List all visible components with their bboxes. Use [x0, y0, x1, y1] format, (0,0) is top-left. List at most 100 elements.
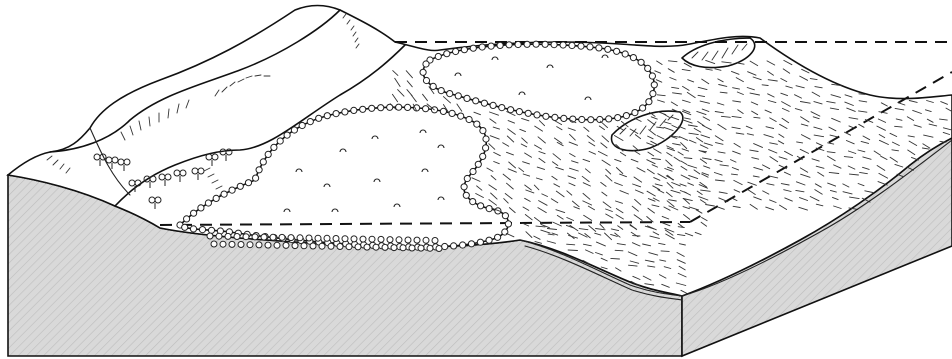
pebble-symbol — [473, 98, 479, 104]
pebble-symbol — [480, 128, 486, 134]
pebble-symbol — [355, 244, 361, 250]
pebble-symbol — [587, 44, 593, 50]
pebble-symbol — [382, 244, 388, 250]
pebble-symbol — [579, 116, 585, 122]
pebble-symbol — [405, 104, 411, 110]
pebble-symbol — [481, 100, 487, 106]
pebble-symbol — [423, 61, 429, 67]
pebble-symbol — [436, 246, 442, 252]
pebble-symbol — [516, 109, 522, 115]
pebble-symbol — [351, 107, 357, 113]
pebble-symbol — [198, 205, 204, 211]
pebble-symbol — [229, 187, 235, 193]
pebble-symbol — [400, 245, 406, 251]
pebble-symbol — [288, 235, 294, 241]
pebble-symbol — [435, 53, 441, 59]
pebble-symbol — [560, 42, 566, 48]
pebble-symbol — [373, 244, 379, 250]
pebble-symbol — [630, 55, 636, 61]
pebble-symbol — [271, 144, 277, 150]
pebble-symbol — [534, 112, 540, 118]
pebble-symbol — [207, 233, 213, 239]
pebble-symbol — [284, 132, 290, 138]
pebble-symbol — [360, 106, 366, 112]
pebble-symbol — [243, 234, 249, 240]
pebble-symbol — [346, 244, 352, 250]
pebble-symbol — [488, 43, 494, 49]
pebble-symbol — [455, 93, 461, 99]
pebble-symbol — [542, 41, 548, 47]
pebble-symbol — [378, 236, 384, 242]
pebble-symbol — [640, 105, 646, 111]
pebble-symbol — [478, 203, 484, 209]
pebble-symbol — [461, 184, 467, 190]
pebble-symbol — [596, 45, 602, 51]
pebble-symbol — [623, 113, 629, 119]
pebble-symbol — [184, 216, 190, 222]
pebble-symbol — [440, 108, 446, 114]
pebble-symbol — [490, 102, 496, 108]
pebble-symbol — [297, 235, 303, 241]
pebble-symbol — [307, 119, 313, 125]
pebble-symbol — [216, 233, 222, 239]
pebble-symbol — [502, 213, 508, 219]
pebble-symbol — [632, 110, 638, 116]
pebble-symbol — [252, 234, 258, 240]
pebble-symbol — [229, 241, 235, 247]
pebble-symbol — [427, 245, 433, 251]
pebble-symbol — [333, 236, 339, 242]
pebble-symbol — [463, 192, 469, 198]
pebble-symbol — [391, 245, 397, 251]
pebble-symbol — [615, 115, 621, 121]
pebble-symbol — [442, 243, 448, 249]
pebble-symbol — [486, 237, 492, 243]
pebble-symbol — [483, 136, 489, 142]
pebble-symbol — [423, 237, 429, 243]
pebble-symbol — [351, 236, 357, 242]
pebble-symbol — [205, 200, 211, 206]
pebble-symbol — [316, 115, 322, 121]
pebble-symbol — [645, 65, 651, 71]
pebble-symbol — [569, 42, 575, 48]
pebble-symbol — [182, 224, 188, 230]
pebble-symbol — [470, 199, 476, 205]
pebble-symbol — [324, 235, 330, 241]
pebble-symbol — [405, 237, 411, 243]
flow-dash — [568, 250, 577, 251]
pebble-symbol — [420, 69, 426, 75]
pebble-symbol — [409, 245, 415, 251]
pebble-symbol — [260, 159, 266, 165]
pebble-symbol — [387, 237, 393, 243]
pebble-symbol — [199, 227, 205, 233]
pebble-symbol — [324, 113, 330, 119]
pebble-symbol — [468, 241, 474, 247]
pebble-symbol — [543, 113, 549, 119]
pebble-symbol — [291, 127, 297, 133]
pebble-symbol — [497, 42, 503, 48]
pebble-symbol — [328, 243, 334, 249]
pebble-symbol — [505, 221, 511, 227]
pebble-symbol — [458, 113, 464, 119]
pebble-symbol — [221, 191, 227, 197]
pebble-symbol — [245, 180, 251, 186]
pebble-symbol — [475, 161, 481, 167]
pebble-symbol — [614, 48, 620, 54]
pebble-symbol — [533, 41, 539, 47]
pebble-symbol — [447, 91, 453, 97]
pebble-symbol — [650, 91, 656, 97]
pebble-symbol — [333, 111, 339, 117]
pebble-symbol — [369, 105, 375, 111]
pebble-symbol — [292, 243, 298, 249]
flow-dash — [661, 251, 669, 252]
pebble-symbol — [449, 110, 455, 116]
pebble-symbol — [451, 243, 457, 249]
pebble-symbol — [265, 242, 271, 248]
pebble-symbol — [525, 110, 531, 116]
pebble-symbol — [479, 44, 485, 50]
pebble-symbol — [423, 77, 429, 83]
pebble-symbol — [310, 243, 316, 249]
pebble-symbol — [649, 73, 655, 79]
pebble-symbol — [208, 227, 214, 233]
pebble-symbol — [453, 48, 459, 54]
